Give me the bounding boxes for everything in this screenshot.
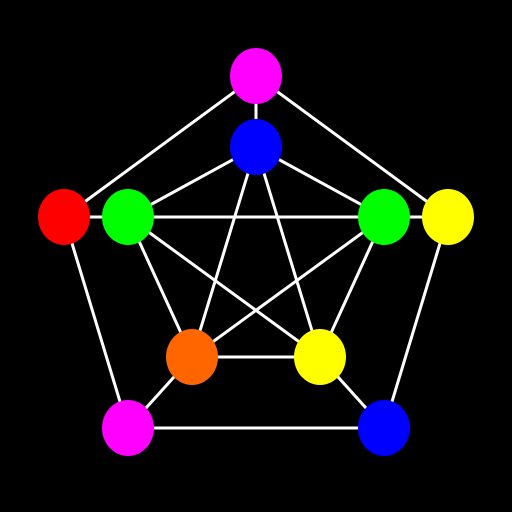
node-inner-right [358,189,410,245]
edge-inner-right-inner-bottom-left [191,215,385,359]
edge-inner-top-inner-bottom-left [190,146,258,358]
node-outer-left [38,189,90,245]
edge-outer-top-outer-right [255,74,449,219]
node-outer-top [230,48,282,104]
node-layer [38,48,474,456]
edge-outer-top-outer-left [63,74,257,219]
node-outer-bottom-right [358,400,410,456]
node-inner-bottom-right [294,329,346,385]
node-inner-bottom-left [166,329,218,385]
node-inner-left [102,189,154,245]
edge-inner-top-inner-bottom-right [254,146,322,358]
edge-outer-left-outer-bottom-left [62,216,130,429]
edge-inner-left-inner-bottom-right [127,215,321,359]
node-outer-right [422,189,474,245]
node-inner-top [230,119,282,175]
edge-outer-right-outer-bottom-right [382,216,450,429]
node-outer-bottom-left [102,400,154,456]
